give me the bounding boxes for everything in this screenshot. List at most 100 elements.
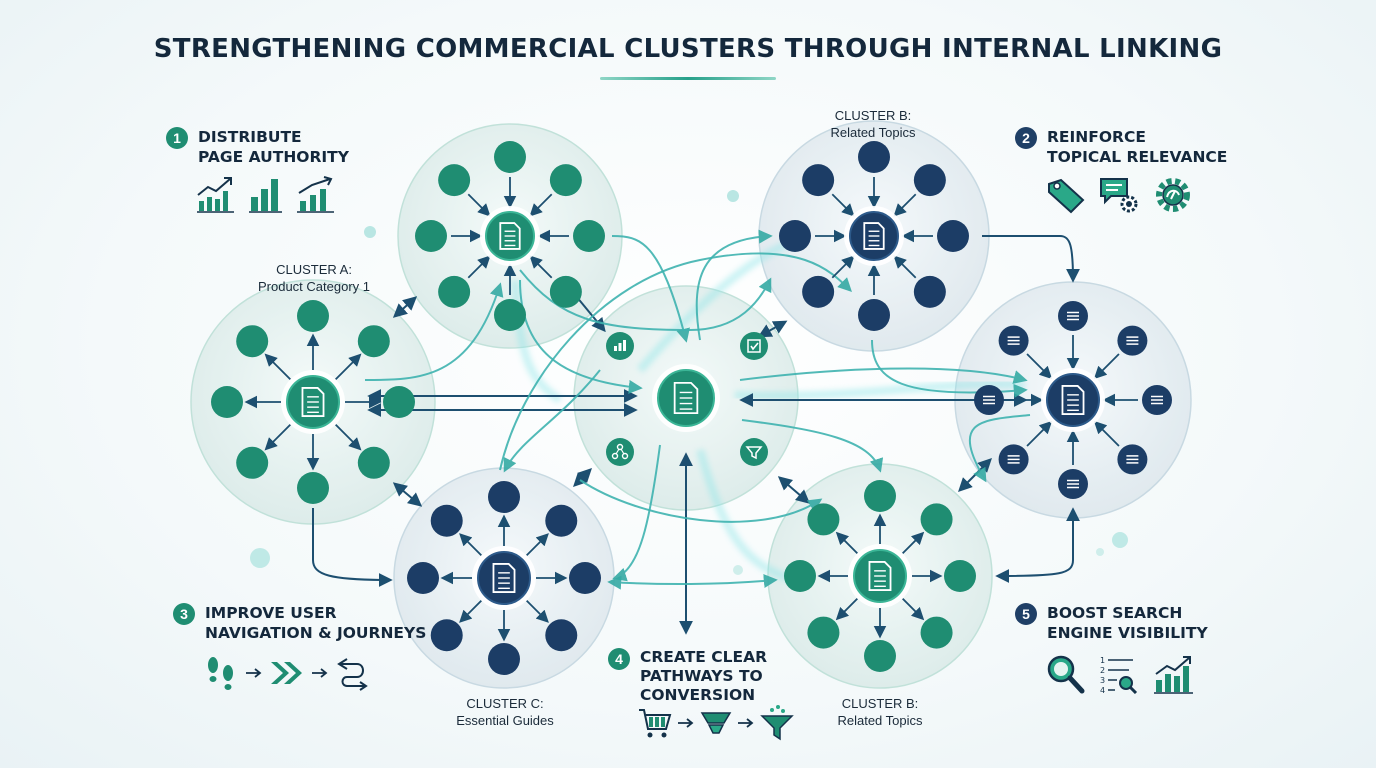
cluster-a-main-node <box>297 300 329 332</box>
cluster-a-main-spoke <box>264 353 292 381</box>
page-title: STRENGTHENING COMMERCIAL CLUSTERS THROUG… <box>153 34 1223 64</box>
cluster-b-bottom-spoke <box>901 531 925 555</box>
arrow-right-icon <box>678 718 694 728</box>
link-right-bbottom-curve <box>968 414 1031 483</box>
cluster-right-spoke <box>1093 353 1120 380</box>
cluster-c-label: CLUSTER C: Essential Guides <box>456 696 554 728</box>
cluster-c-node <box>569 562 601 594</box>
cluster-c-node <box>545 619 578 652</box>
footprints-icon <box>208 657 233 690</box>
cluster-nodes <box>211 141 1172 675</box>
link-hub-bbottom-curve <box>741 419 884 473</box>
benefit-4-line3: CONVERSION <box>640 686 756 704</box>
cluster-c-node <box>430 619 463 652</box>
growth-bars-icon <box>1154 656 1193 694</box>
cluster-c-node <box>488 643 520 675</box>
arrow-right-icon <box>246 668 262 678</box>
link-hub-c-curve2 <box>612 444 661 582</box>
link-btop-hub <box>757 320 788 338</box>
link-right-bbottom <box>995 507 1080 583</box>
cluster-b-top-node <box>779 220 811 252</box>
cluster-b-top-node <box>913 275 946 308</box>
cluster-b-top-node <box>802 164 835 197</box>
decorative-dots <box>250 190 1128 575</box>
cluster-b-bottom-node <box>807 503 840 536</box>
link-hub-bbottom <box>777 476 811 504</box>
cluster-b-bottom-node <box>807 616 840 649</box>
cluster-right-node <box>1117 444 1148 475</box>
cluster-top-left-node <box>438 164 471 197</box>
svg-text:2: 2 <box>1100 666 1105 675</box>
cluster-right-node <box>974 385 1004 415</box>
cluster-c-spoke <box>459 599 483 623</box>
chat-gear-icon <box>1100 178 1138 213</box>
cluster-spokes <box>244 177 1138 642</box>
svg-text:3: 3 <box>1100 676 1105 685</box>
cluster-b-top-node <box>858 299 890 331</box>
document-icon <box>492 563 516 593</box>
svg-text:4: 4 <box>1100 686 1105 694</box>
link-arc-bottom <box>579 479 823 523</box>
document-icon <box>499 222 521 250</box>
cluster-b-bottom-node <box>864 480 896 512</box>
cluster-c-node <box>407 562 439 594</box>
cluster-b-bottom-node <box>864 640 896 672</box>
cluster-top-left-spoke <box>467 255 491 279</box>
benefit-5-line1: BOOST SEARCH <box>1047 604 1183 622</box>
cluster-a-main-spoke <box>334 353 362 381</box>
cluster-c-node <box>545 504 578 537</box>
cluster-a-label: CLUSTER A: Product Category 1 <box>257 262 371 294</box>
cluster-top-left-node <box>549 164 582 197</box>
link-hub-right-curve <box>739 367 1028 384</box>
cluster-c-spoke <box>459 533 483 557</box>
cluster-top-left-node <box>438 275 471 308</box>
link-topleft-hub <box>575 295 606 333</box>
cluster-a-main-node <box>383 386 415 418</box>
cluster-c-node <box>488 481 520 513</box>
cluster-b-bottom-spoke <box>835 597 859 621</box>
cluster-a-main-node <box>236 446 269 479</box>
link-c-hub <box>573 468 592 487</box>
cluster-c-node <box>430 504 463 537</box>
title-underline <box>600 77 776 80</box>
cluster-right-node <box>998 325 1029 356</box>
cluster-a-main-node <box>357 446 390 479</box>
link-c-bbottom <box>607 574 778 590</box>
link-a-c-elbow <box>312 508 393 587</box>
cluster-top-left-node <box>494 299 526 331</box>
link-topleft-hub-curve <box>611 235 690 343</box>
cluster-b-bottom-node <box>920 503 953 536</box>
funnel-icon <box>700 712 732 734</box>
cluster-top-left-spoke <box>529 193 553 217</box>
link-topleft-hub-curve2 <box>519 279 643 394</box>
decorative-dot <box>364 226 376 238</box>
network-icon <box>606 438 634 466</box>
cluster-b-top-node <box>937 220 969 252</box>
decorative-dot <box>733 565 743 575</box>
cluster-top-left-node <box>549 275 582 308</box>
cluster-right-spoke <box>1026 420 1053 447</box>
link-arc-top <box>519 269 772 332</box>
svg-text:1: 1 <box>1100 656 1105 665</box>
decorative-dot <box>1112 532 1128 548</box>
document-icon <box>863 222 885 250</box>
link-a-topleft-curve <box>364 282 504 381</box>
decorative-dot <box>1096 548 1104 556</box>
cart-icon <box>639 709 672 738</box>
cluster-right-node <box>1058 469 1088 499</box>
cluster-right-node <box>1142 385 1172 415</box>
cluster-right-node <box>998 444 1029 475</box>
benefit-2-number: 2 <box>1015 127 1037 149</box>
link-hub-c-curve <box>503 369 601 473</box>
route-icon <box>337 658 368 691</box>
document-icon <box>301 387 325 417</box>
tag-icon <box>1048 178 1085 214</box>
cluster-b-top-node <box>858 141 890 173</box>
cluster-c-spoke <box>525 599 549 623</box>
link-a-c <box>392 482 423 507</box>
bar-chart-icon <box>606 332 634 360</box>
cluster-right-node <box>1058 301 1088 331</box>
cluster-b-bottom-spoke <box>901 597 925 621</box>
benefit-2-line2: TOPICAL RELEVANCE <box>1047 148 1228 166</box>
